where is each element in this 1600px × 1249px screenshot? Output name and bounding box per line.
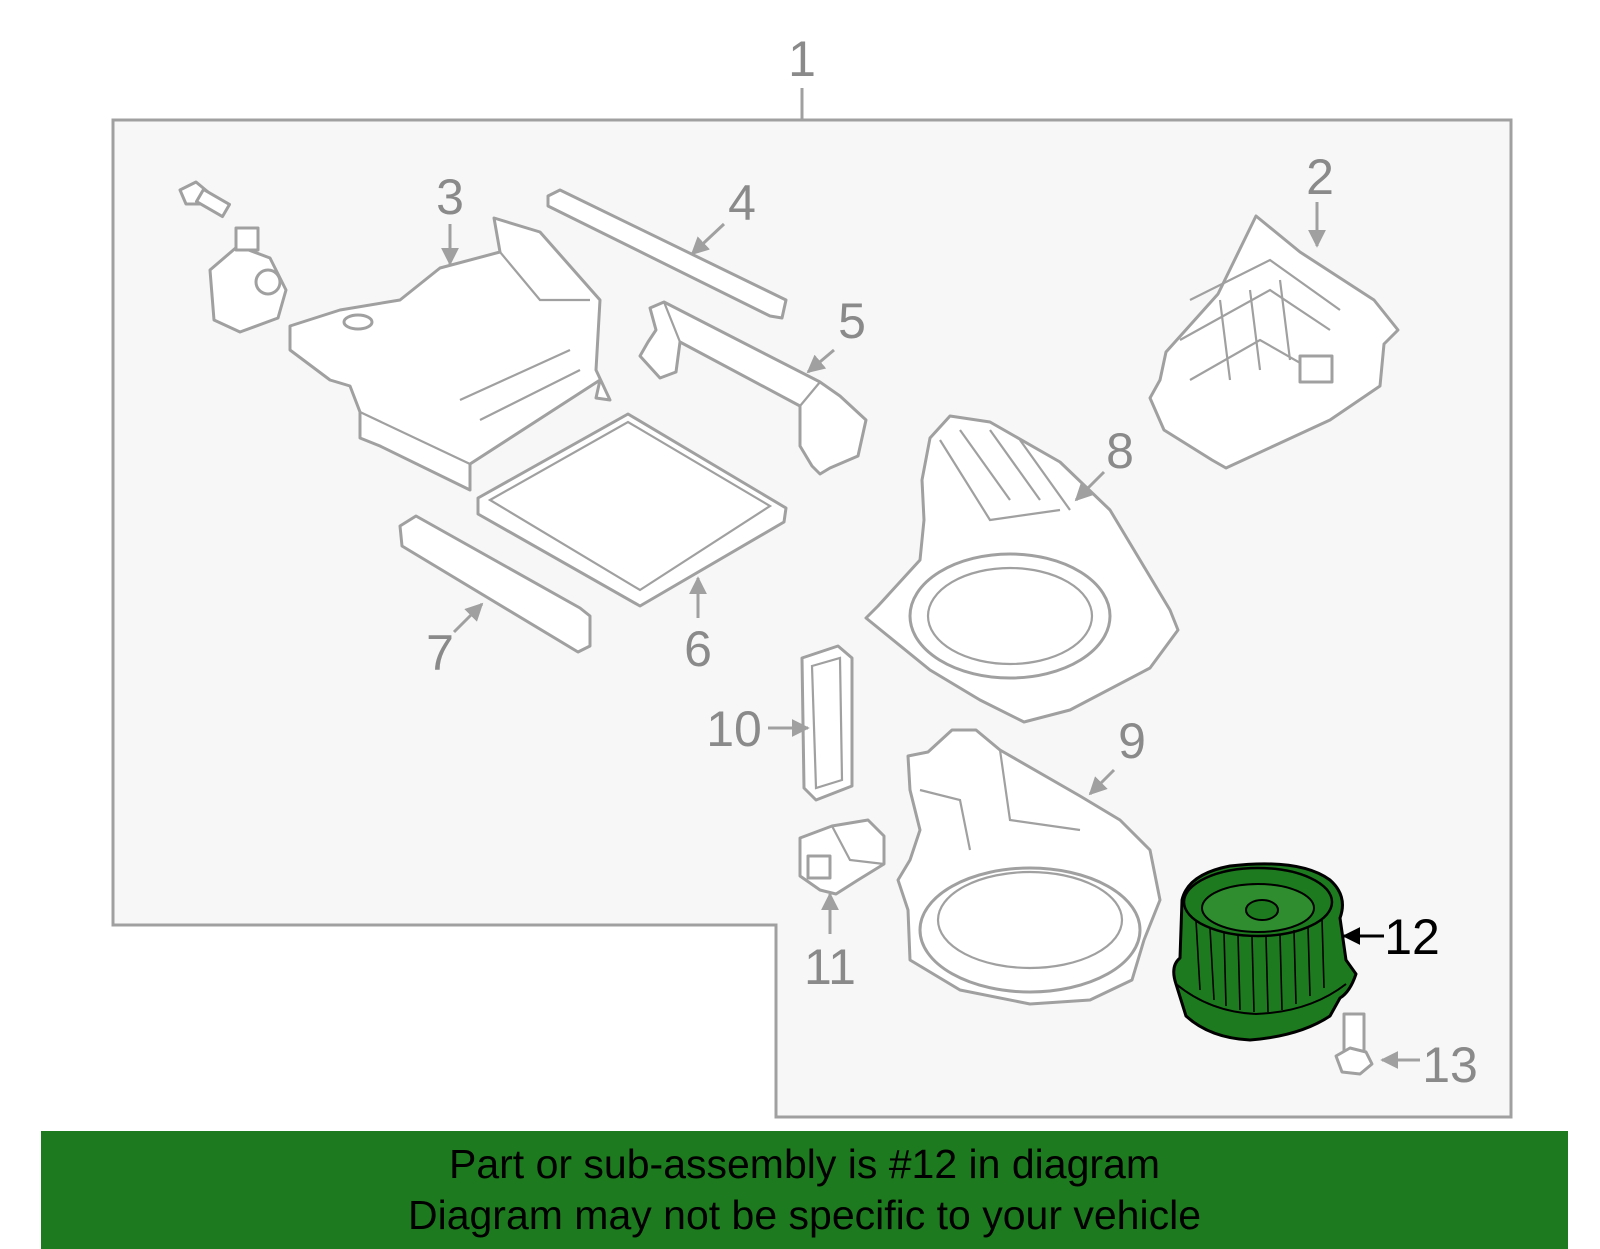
part-10-gasket (800, 644, 854, 802)
banner-line-2: Diagram may not be specific to your vehi… (407, 1192, 1201, 1238)
callout-11: 11 (804, 939, 856, 995)
part-6-filter (476, 412, 788, 608)
callout-2: 2 (1306, 149, 1334, 205)
part-3-duct (288, 216, 612, 492)
leader-5 (806, 348, 835, 374)
callout-9: 9 (1118, 713, 1146, 769)
part-2-housing (1148, 214, 1400, 470)
parts-diagram: 1 2 3 4 5 6 7 8 9 10 11 12 13 (111, 31, 1513, 1119)
callout-6: 6 (684, 621, 712, 677)
leader-8 (1074, 470, 1106, 502)
callout-13: 13 (1422, 1037, 1478, 1093)
leader-7 (452, 602, 484, 634)
actuator-motor (208, 226, 288, 334)
callout-5: 5 (838, 293, 866, 349)
callout-1: 1 (788, 31, 816, 87)
part-4-seal (546, 188, 788, 320)
part-11-resistor (798, 818, 886, 896)
banner-line-1: Part or sub-assembly is #12 in diagram (449, 1141, 1160, 1187)
callout-4: 4 (728, 175, 756, 231)
leader-9 (1088, 768, 1116, 796)
bolt-top-left (178, 180, 231, 219)
callout-12: 12 (1384, 909, 1440, 965)
leader-4 (690, 222, 726, 256)
callout-7: 7 (426, 625, 454, 681)
info-banner: Part or sub-assembly is #12 in diagram D… (41, 1131, 1568, 1249)
part-9-case-lower (896, 728, 1162, 1006)
callout-10: 10 (706, 701, 762, 757)
part-12-blower-motor (1172, 862, 1358, 1042)
part-5-bracket (638, 300, 868, 476)
part-8-case-upper (864, 414, 1180, 724)
part-13-bolt (1334, 1012, 1374, 1076)
callout-8: 8 (1106, 423, 1134, 479)
part-7-seal (398, 514, 592, 654)
callout-3: 3 (436, 169, 464, 225)
